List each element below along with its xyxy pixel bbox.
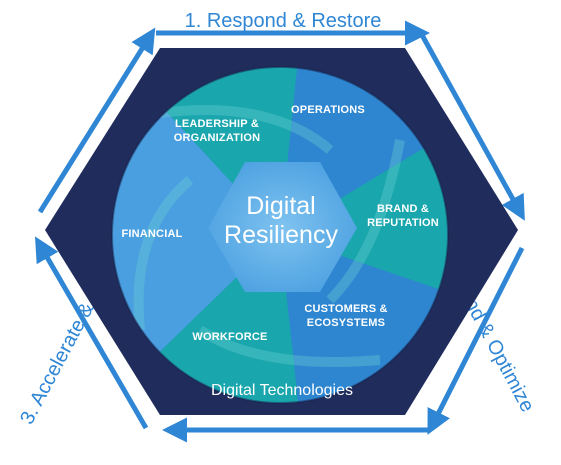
arrow-to-expand bbox=[419, 33, 525, 221]
cycle-step-1-label: 1. Respond & Restore bbox=[185, 10, 382, 32]
label-leadership-line2: ORGANIZATION bbox=[174, 132, 261, 144]
label-customers-line1: CUSTOMERS & bbox=[304, 303, 387, 315]
label-customers-line2: ECOSYSTEMS bbox=[307, 317, 385, 329]
label-workforce: WORKFORCE bbox=[192, 331, 267, 343]
label-financial: FINANCIAL bbox=[121, 228, 182, 240]
center-title-line2: Resiliency bbox=[224, 221, 338, 249]
cycle-arrows bbox=[34, 20, 525, 443]
label-leadership-line1: LEADERSHIP & bbox=[175, 118, 259, 130]
segment-customers bbox=[280, 235, 448, 403]
center-title-line1: Digital bbox=[246, 192, 315, 220]
center-hexagon bbox=[208, 162, 357, 292]
label-operations: OPERATIONS bbox=[291, 104, 365, 116]
arrow-to-respond bbox=[37, 27, 156, 214]
label-brand-line2: REPUTATION bbox=[367, 217, 439, 229]
arrow-to-accelerate bbox=[34, 236, 149, 430]
segment-brand bbox=[280, 120, 448, 300]
digital-technologies-label: Digital Technologies bbox=[211, 382, 353, 399]
arrow-expand-optimize bbox=[427, 246, 525, 435]
label-brand-line1: BRAND & bbox=[377, 203, 429, 215]
